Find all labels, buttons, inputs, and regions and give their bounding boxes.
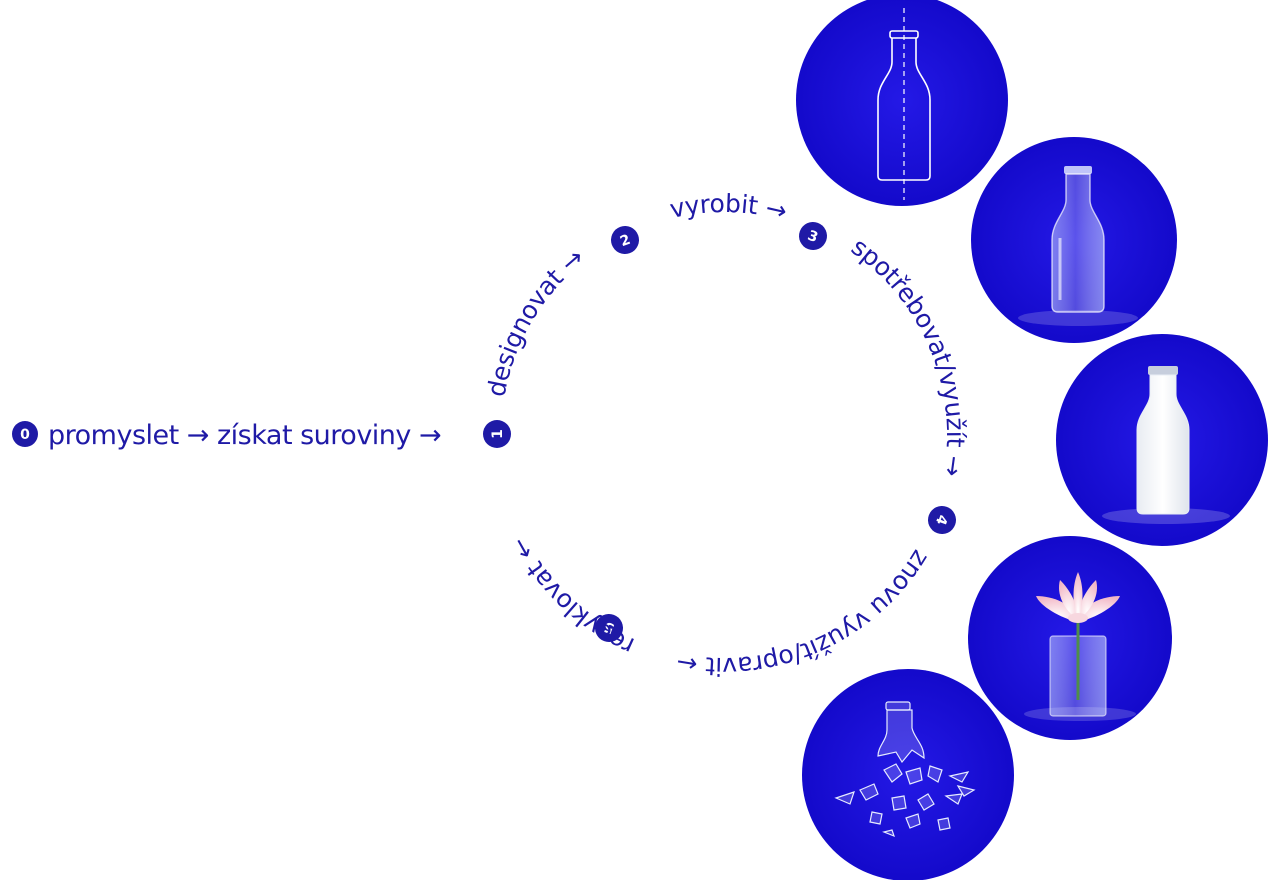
flower-vase-icon (1036, 572, 1120, 717)
disc-broken-glass (802, 669, 1014, 880)
glass-bottle-icon (1051, 166, 1105, 313)
step-2-label: vyrobit → (667, 189, 789, 226)
disc-flower-vase (968, 536, 1172, 740)
disc-milk-bottle (1056, 334, 1268, 546)
cycle-ring: 1 designovat → 2 vyrobit → 3 spotřebovat… (481, 189, 970, 681)
start-step: 0 promyslet → získat suroviny → (12, 420, 442, 451)
step-1-number: 1 (490, 429, 506, 439)
step-1-label: designovat → (481, 243, 589, 399)
milk-bottle-icon (1136, 366, 1190, 515)
step-5-badge: 5 (595, 614, 623, 642)
disc-bottle-blueprint (796, 0, 1008, 206)
lead-text: promyslet → získat suroviny → (48, 420, 441, 451)
step-2-badge: 2 (611, 226, 639, 254)
broken-glass-icon (834, 701, 976, 838)
step-3-label: spotřebovat/využít → (846, 232, 970, 478)
step-3-badge: 3 (799, 222, 827, 250)
step-4-badge: 4 (928, 506, 956, 534)
step-5-label: recyklovat ← (505, 532, 639, 660)
step-4-label: znovu využít/opravit ← (675, 545, 936, 681)
disc-empty-glass-bottle (971, 137, 1177, 343)
step-0-badge (12, 421, 38, 447)
bottle-outline-icon (877, 8, 931, 200)
step-0-number: 0 (20, 427, 30, 443)
step-1-badge: 1 (483, 420, 511, 448)
